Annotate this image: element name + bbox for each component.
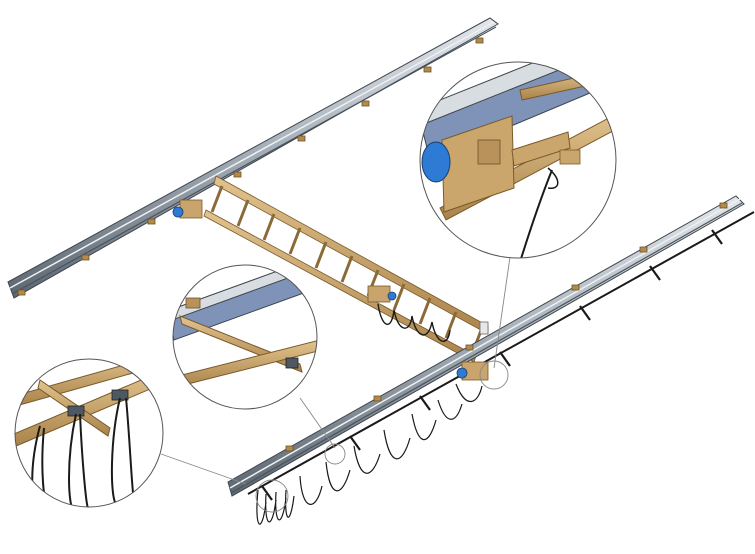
leader-lines (160, 256, 511, 485)
detail-rail-junction (172, 264, 318, 410)
motor-icon (421, 141, 451, 183)
detail-end-truck-motor (419, 61, 617, 259)
detail-festoon-hangers (14, 358, 164, 508)
far-runway-rail (7, 17, 499, 299)
near-runway-rail (227, 195, 755, 525)
rail-clamp (285, 202, 728, 452)
end-truck-far (172, 199, 203, 219)
festoon-end-bundle (256, 489, 295, 525)
end-truck-near (456, 321, 489, 381)
rail-clamp (17, 37, 484, 296)
girder-festoon-cable (377, 303, 451, 342)
festoon-cable (299, 383, 483, 505)
detail-markers (255, 360, 509, 513)
bridge-girder (172, 175, 489, 363)
trolley (367, 285, 397, 303)
